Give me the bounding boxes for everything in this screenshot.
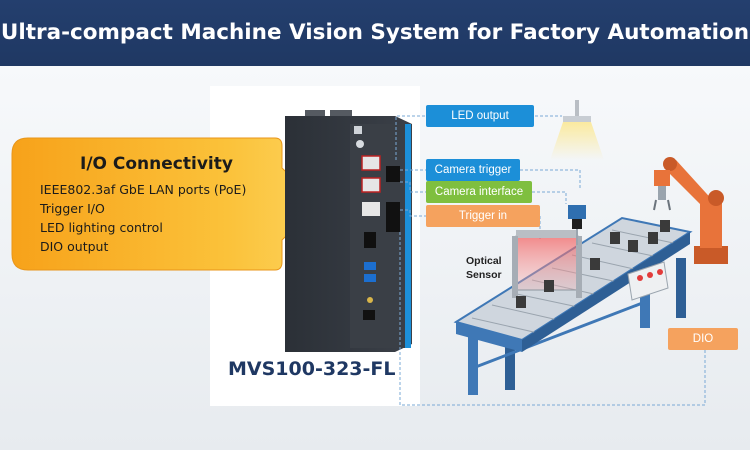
- products: [516, 220, 670, 308]
- mvs-device: [285, 110, 412, 352]
- robot-arm: [653, 157, 728, 264]
- led-lamp: [550, 100, 604, 160]
- io-callout-arrow: [11, 137, 321, 271]
- label-dio: DIO: [668, 328, 738, 350]
- optical-sensor-line1: Optical: [466, 255, 502, 267]
- device-model-label: MVS100-323-FL: [228, 358, 396, 380]
- header-bar: [0, 0, 750, 66]
- optical-sensor-line2: Sensor: [466, 269, 502, 281]
- io-callout-title: I/O Connectivity: [80, 154, 233, 174]
- io-item-poe: IEEE802.3af GbE LAN ports (PoE): [40, 182, 247, 197]
- connection-lines: [395, 115, 706, 406]
- label-trigger-in: Trigger in: [426, 205, 540, 227]
- label-camera-trigger: Camera trigger: [426, 159, 520, 181]
- io-item-dio: DIO output: [40, 239, 109, 254]
- io-callout-list: IEEE802.3af GbE LAN ports (PoE) Trigger …: [40, 180, 246, 256]
- label-camera-interface: Camera interface: [426, 181, 532, 203]
- page-title: Ultra-compact Machine Vision System for …: [0, 20, 750, 45]
- io-item-led: LED lighting control: [40, 220, 163, 235]
- optical-sensor-label: Optical Sensor: [466, 254, 502, 282]
- control-box: [627, 261, 669, 301]
- io-item-trigger: Trigger I/O: [40, 201, 105, 216]
- label-led-output: LED output: [426, 105, 534, 127]
- camera: [568, 205, 586, 245]
